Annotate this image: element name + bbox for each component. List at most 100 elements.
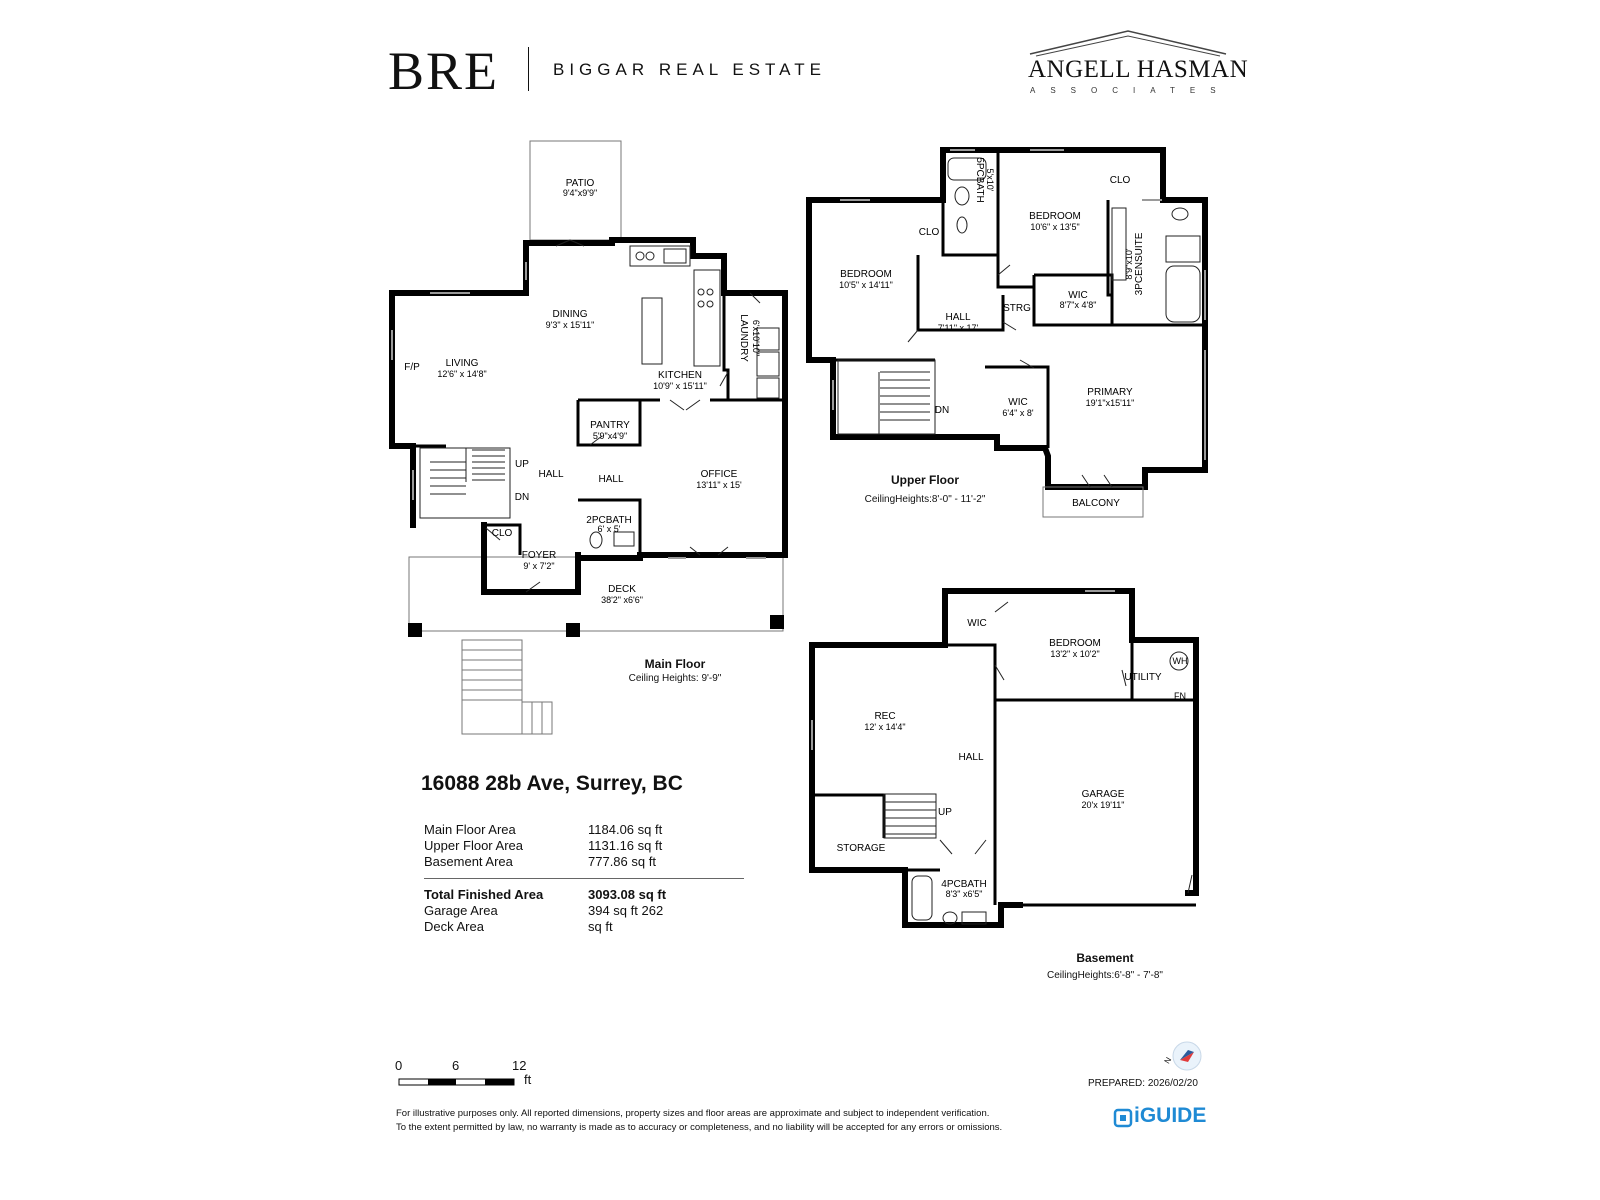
room-wic1-name: WIC xyxy=(1068,290,1087,301)
room-foyer-name: FOYER xyxy=(522,550,556,561)
area-label: Upper Floor Area xyxy=(424,838,523,853)
room-bath4-dim: 8'3" x6'5" xyxy=(946,889,983,899)
room-laundry-dim: 6'x10'10" xyxy=(751,320,761,356)
scale-bar xyxy=(398,1078,515,1086)
scale-label-12: 12 xyxy=(512,1058,527,1073)
room-wic2-dim: 6'4" x 8' xyxy=(1002,408,1033,418)
room-deck-name: DECK xyxy=(608,584,636,595)
bre-logo: BRE xyxy=(388,41,500,101)
room-fn: FN xyxy=(1174,691,1186,701)
area-label: Garage Area xyxy=(424,903,498,918)
area-label: Deck Area xyxy=(424,919,484,934)
kitchen-counter-side xyxy=(693,269,721,367)
room-kitchen-dim: 10'9" x 15'11" xyxy=(653,381,707,391)
area-table: Main Floor Area 1184.06 sq ft Upper Floo… xyxy=(424,822,744,935)
room-wic1-dim: 8'7"x 4'8" xyxy=(1060,300,1097,310)
room-b-up: UP xyxy=(938,807,952,818)
logo-divider xyxy=(528,47,529,91)
room-pantry-name: PANTRY xyxy=(590,420,630,431)
area-divider xyxy=(424,878,744,879)
prepared-date: PREPARED: 2026/02/20 xyxy=(1088,1078,1198,1089)
room-ensuite-name: 3PCENSUITE xyxy=(1134,232,1145,295)
balcony-outline xyxy=(1042,486,1144,518)
basement-stairs xyxy=(883,793,937,839)
area-value: 394 sq ft 262 xyxy=(588,903,664,918)
room-balcony: BALCONY xyxy=(1072,498,1120,509)
room-up-hall-name: HALL xyxy=(945,312,970,323)
room-laundry-name: LAUNDRY xyxy=(738,314,749,362)
partner-logo: ANGELL HASMAN xyxy=(1028,56,1249,83)
room-strg: STRG xyxy=(1003,303,1031,314)
area-value: 777.86 sq ft xyxy=(588,854,656,869)
room-up-bed1-name: BEDROOM xyxy=(840,269,892,280)
room-hall-b: HALL xyxy=(598,474,623,485)
iguide-logo: iGUIDE xyxy=(1134,1104,1207,1127)
disclaimer: For illustrative purposes only. All repo… xyxy=(396,1107,1116,1135)
iguide-logo-icon xyxy=(1113,1108,1133,1128)
room-up-bed2-dim: 10'6" x 13'5" xyxy=(1030,222,1079,232)
area-value: sq ft xyxy=(588,919,613,934)
room-pantry-dim: 5'9"x4'9" xyxy=(593,431,627,441)
room-up-bed1-dim: 10'5" x 14'11" xyxy=(839,280,893,290)
area-row-total: Total Finished Area 3093.08 sq ft xyxy=(424,887,744,903)
room-main-clo: CLO xyxy=(492,528,513,539)
room-dining-dim: 9'3" x 15'11" xyxy=(546,320,595,330)
disclaimer-line-1: For illustrative purposes only. All repo… xyxy=(396,1108,990,1119)
kitchen-counter xyxy=(629,245,691,267)
room-foyer-dim: 9' x 7'2" xyxy=(523,561,554,571)
partner-logo-roof-icon xyxy=(1029,30,1227,57)
room-fp-name: F/P xyxy=(404,362,420,373)
main-floor-plan xyxy=(389,140,788,735)
room-primary-dim: 19'1"x15'11" xyxy=(1086,398,1135,408)
upper-floor-ceiling: CeilingHeights:8'-0" - 11'-2" xyxy=(864,494,986,505)
room-up-dn: DN xyxy=(935,405,949,416)
room-rec-dim: 12' x 14'4" xyxy=(864,722,905,732)
room-up-bath-name: 5PCBATH xyxy=(974,157,985,202)
area-label: Main Floor Area xyxy=(424,822,516,837)
brokerage-name: BIGGAR REAL ESTATE xyxy=(553,60,826,79)
upper-floor-plan xyxy=(806,147,1208,518)
room-storage: STORAGE xyxy=(837,843,886,854)
disclaimer-line-2: To the extent permitted by law, no warra… xyxy=(396,1122,1003,1133)
room-main-up: UP xyxy=(515,459,529,470)
room-deck-dim: 38'2" x6'6" xyxy=(601,595,643,605)
room-up-clo2: CLO xyxy=(1110,175,1131,186)
room-up-hall-dim: 7'11" x 17' xyxy=(938,323,979,333)
basement-ceiling: CeilingHeights:6'-8" - 7'-8" xyxy=(1047,970,1163,981)
room-ensuite-dim: 8'9"x10' xyxy=(1124,248,1134,279)
deck-stairs xyxy=(461,639,553,735)
area-row-main: Main Floor Area 1184.06 sq ft xyxy=(424,822,744,838)
area-row-basement: Basement Area 777.86 sq ft xyxy=(424,854,744,870)
upper-stairs xyxy=(837,359,936,435)
room-wic2-name: WIC xyxy=(1008,397,1027,408)
area-value: 1184.06 sq ft xyxy=(588,822,663,837)
scale-label-6: 6 xyxy=(452,1058,460,1073)
room-b-wic: WIC xyxy=(967,618,986,629)
property-address: 16088 28b Ave, Surrey, BC xyxy=(421,772,683,795)
deck-outline xyxy=(408,556,784,632)
area-label: Total Finished Area xyxy=(424,887,544,902)
kitchen-sink xyxy=(663,248,687,264)
partner-logo-sub: ASSOCIATES xyxy=(1030,86,1231,95)
basement-plan xyxy=(809,588,1199,928)
scale-unit: ft xyxy=(524,1072,532,1087)
room-patio-name: PATIO xyxy=(566,178,595,189)
room-utility: UTILITY xyxy=(1124,672,1162,683)
room-patio-dim: 9'4"x9'9" xyxy=(563,188,597,198)
room-up-bath-dim: 5'x10' xyxy=(985,169,995,192)
room-living-dim: 12'6" x 14'8" xyxy=(437,369,486,379)
room-office-dim: 13'11" x 15' xyxy=(696,480,742,490)
room-up-bed2-name: BEDROOM xyxy=(1029,211,1081,222)
room-labels: PATIO 9'4"x9'9" DINING 9'3" x 15'11" LIV… xyxy=(404,157,1187,899)
room-garage-dim: 20'x 19'11" xyxy=(1082,800,1125,810)
room-dining-name: DINING xyxy=(553,309,588,320)
room-wh: WH xyxy=(1173,656,1188,666)
area-value: 1131.16 sq ft xyxy=(588,838,663,853)
main-floor-title: Main Floor xyxy=(644,657,706,671)
room-b-bed-name: BEDROOM xyxy=(1049,638,1101,649)
main-stairs xyxy=(419,447,511,519)
kitchen-island xyxy=(641,297,663,365)
area-value: 3093.08 sq ft xyxy=(588,887,667,902)
room-hall-a: HALL xyxy=(538,469,563,480)
room-main-dn: DN xyxy=(515,492,529,503)
